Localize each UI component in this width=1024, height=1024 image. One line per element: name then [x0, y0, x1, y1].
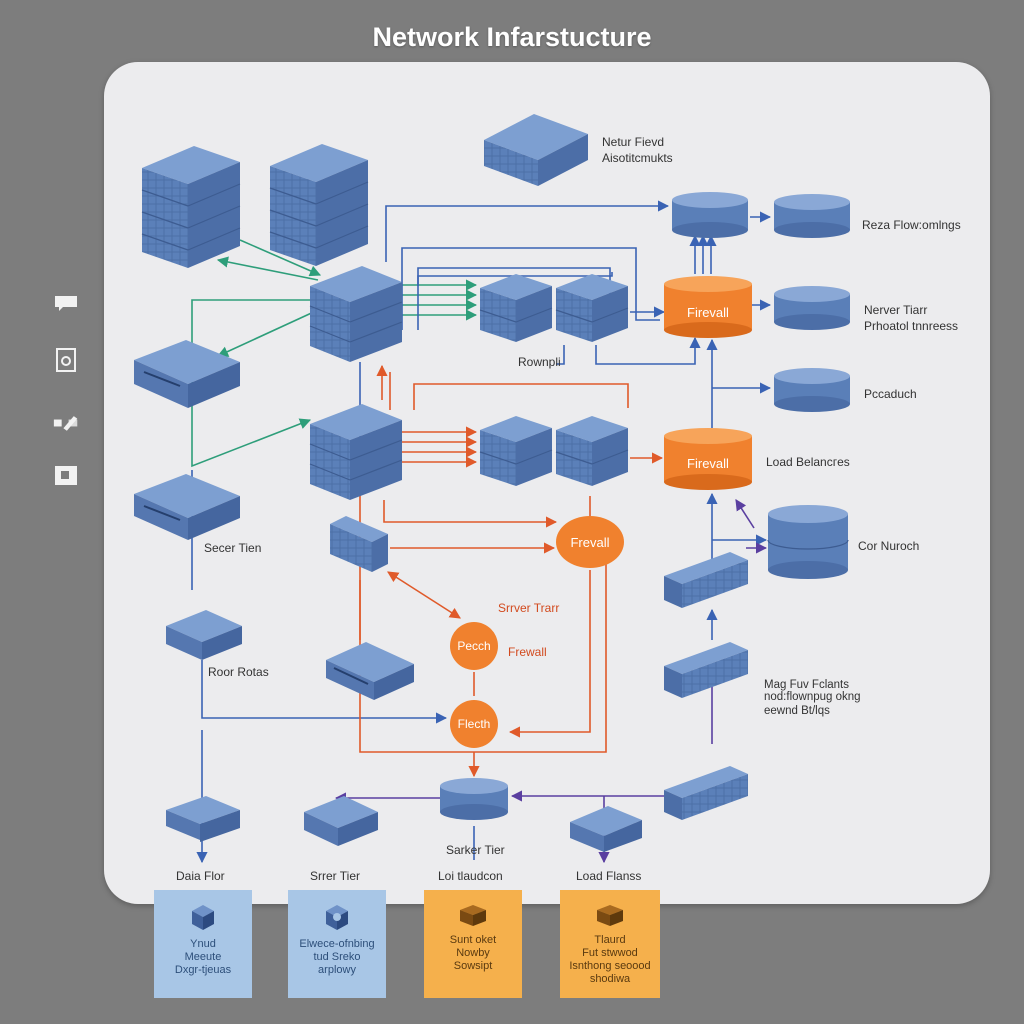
switch-left-lower[interactable] [134, 474, 240, 540]
top-note-line-2: Aisotitcmukts [602, 151, 673, 165]
folder-icon[interactable] [53, 464, 79, 486]
bottom-label-load-flanss: Load Flanss [576, 869, 641, 883]
bottom-switch-1[interactable] [166, 796, 240, 842]
server-rack-2[interactable] [269, 144, 369, 266]
card-1-line-3: Dxgr-tjeuas [174, 964, 232, 976]
core-switch-upper[interactable] [309, 266, 403, 362]
bottom-label-data-flow: Daia Flor [176, 869, 225, 883]
switch-stack-label-1: Mag Fuv Fclants [764, 679, 849, 691]
page-title: Network Infarstucture [372, 22, 652, 52]
switch-mid-left[interactable] [330, 516, 388, 572]
load-balancer-label: Load Belancᴦes [766, 455, 850, 469]
db-third-label: Pccaduch [864, 387, 917, 401]
card-4-line-3: Isnthong seoood [569, 960, 651, 972]
card-2-line-2: tud Sreko [313, 951, 361, 963]
info-card-2[interactable]: Elwece-ofnbing tud Sreko arplowy [288, 890, 386, 998]
info-card-1[interactable]: Ynud Meeute Dxgr-tjeuas [154, 890, 252, 998]
bottom-label-server-tier: Srrer Tier [310, 869, 360, 883]
db-bottom-label: Cor Nuroch [858, 539, 919, 553]
db-cylinder-second[interactable] [774, 286, 850, 330]
server-pair-lower[interactable] [479, 416, 629, 486]
card-3-line-1: Sunt oket [449, 934, 497, 946]
db-cylinder-hub[interactable] [440, 778, 508, 820]
node-peach-label: Pecch [457, 639, 490, 653]
core-switch-lower[interactable] [309, 404, 403, 500]
server-tier-mid-label: Srrver Trarr [498, 601, 559, 615]
card-1-line-2: Meeute [184, 951, 222, 963]
card-3-line-2: Nowby [456, 947, 490, 959]
db-cylinder-top-right[interactable] [774, 194, 850, 238]
top-note-line-1: Netur Fievd [602, 135, 664, 149]
db-top-label: Reza Flow:omlngs [862, 218, 961, 232]
top-appliance[interactable] [484, 114, 588, 186]
bottom-switch-3[interactable] [570, 806, 642, 852]
info-card-3[interactable]: Sunt oket Nowby Sowsipt [424, 890, 522, 998]
edit-icon[interactable] [53, 412, 79, 434]
firewall-mid-label: Frewall [508, 645, 547, 659]
firewall-lower-label: Firevall [687, 456, 729, 471]
box-icon [192, 905, 214, 930]
roor-rotas-label: Roor Rotas [208, 665, 269, 679]
firewall-upper-label: Firevall [687, 305, 729, 320]
db-cylinder-third[interactable] [774, 368, 850, 412]
server-tier-left-label: Secer Tien [204, 541, 261, 555]
card-4-line-1: Tlaurd [594, 934, 626, 946]
bottom-label-load-balancer: Loi tlaudcon [438, 869, 503, 883]
switch-stack-label-3: eewnd Bt/lqs [764, 705, 830, 717]
db-second-label-1: Nerver Tiarr [864, 303, 927, 317]
document-icon[interactable] [53, 348, 79, 372]
patch-panel-1[interactable] [664, 552, 748, 608]
node-flecth[interactable]: Flecth [450, 700, 498, 748]
router-mid[interactable] [326, 642, 414, 700]
db-second-label-2: Prhoatol tnnreess [864, 319, 958, 333]
db-cylinder-top-left[interactable] [672, 192, 748, 238]
info-card-4[interactable]: Tlaurd Fut stwwod Isnthong seoood shodiw… [560, 890, 660, 998]
card-4-line-2: Fut stwwod [582, 947, 638, 959]
firewall-lower[interactable]: Firevall [664, 428, 752, 490]
card-2-line-3: arplowy [318, 964, 356, 976]
server-pair-upper[interactable] [479, 274, 629, 342]
box-icon [460, 905, 486, 926]
chat-icon[interactable] [53, 292, 79, 314]
firewall-center-label: Frevall [570, 535, 609, 550]
bottom-switch-2[interactable] [304, 796, 378, 846]
card-1-line-1: Ynud [190, 938, 216, 950]
rownpli-label: Rownpli [518, 355, 561, 369]
box-icon [597, 905, 623, 926]
firewall-center[interactable]: Frevall [556, 516, 624, 568]
patch-panel-2[interactable] [664, 642, 748, 698]
card-3-line-3: Sowsipt [453, 960, 493, 972]
switch-stack-label-2: nod:flownpug okng [764, 691, 861, 703]
sarker-tier-label: Sarker Tier [446, 843, 505, 857]
firewall-upper[interactable]: Firevall [664, 276, 752, 338]
card-4-line-4: shodiwa [589, 973, 631, 985]
node-peach[interactable]: Pecch [450, 622, 498, 670]
db-cylinder-bottom[interactable] [767, 505, 849, 579]
switch-left-upper[interactable] [134, 340, 240, 408]
card-2-line-1: Elwece-ofnbing [299, 938, 375, 950]
router-left[interactable] [166, 610, 242, 660]
node-flecth-label: Flecth [458, 717, 491, 731]
server-rack-1[interactable] [141, 146, 241, 268]
patch-panel-3[interactable] [664, 766, 748, 820]
cube-icon [326, 905, 348, 930]
